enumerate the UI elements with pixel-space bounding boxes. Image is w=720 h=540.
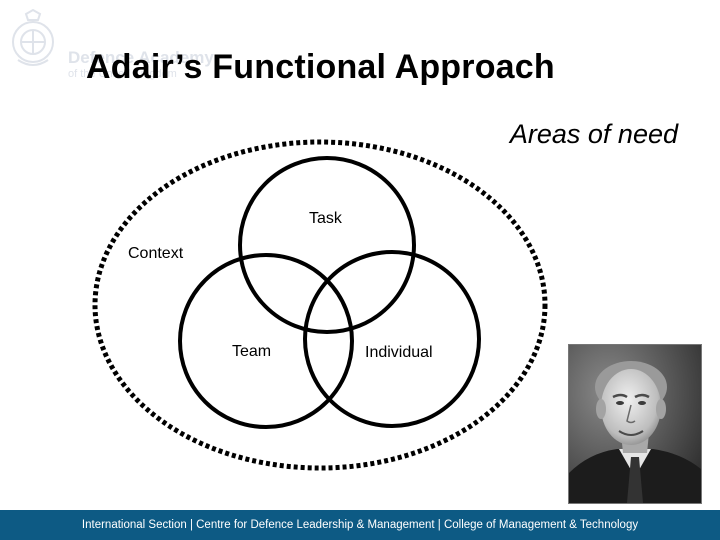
team-label: Team xyxy=(232,343,271,360)
logo-name: Defence Academy xyxy=(68,48,214,67)
individual-circle xyxy=(303,250,481,428)
person-portrait-photo xyxy=(569,345,701,503)
task-circle xyxy=(238,156,416,334)
individual-label: Individual xyxy=(365,344,433,361)
team-circle xyxy=(178,253,354,429)
defence-academy-crest-icon xyxy=(12,8,54,66)
context-label: Context xyxy=(128,245,184,262)
task-label: Task xyxy=(309,210,343,227)
footer-bar: International Section | Centre for Defen… xyxy=(0,510,720,540)
defence-academy-logo: Defence Academy of the United Kingdom xyxy=(8,8,214,80)
portrait-photo xyxy=(568,344,702,504)
logo-subtitle: of the United Kingdom xyxy=(68,68,177,80)
context-dotted-boundary xyxy=(92,139,548,471)
slide-subtitle: Areas of need xyxy=(509,119,678,149)
slide-title: Adair’s Functional Approach xyxy=(86,48,555,86)
